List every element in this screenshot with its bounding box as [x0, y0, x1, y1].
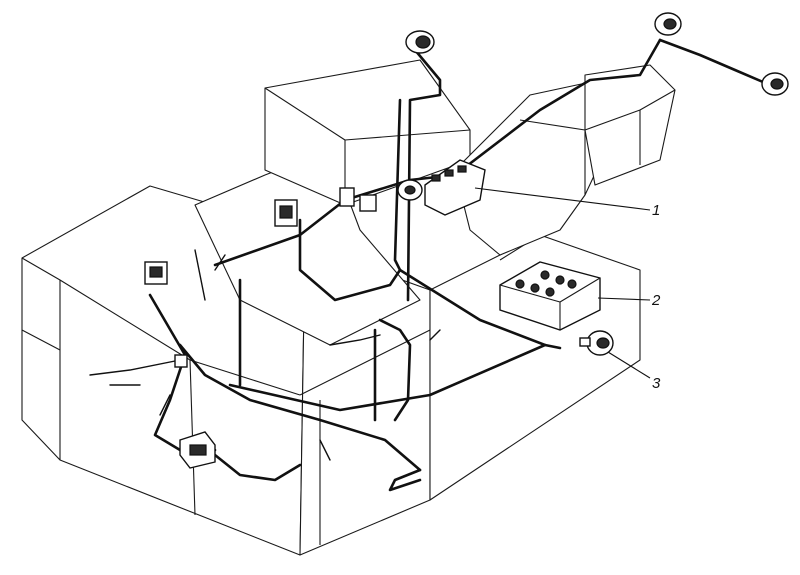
roof-lamp-icon [405, 30, 435, 54]
wiring-harness [89, 38, 772, 492]
callout-1-leader [474, 187, 651, 211]
callout-3-leader [607, 351, 651, 379]
callout-2-label: 2 [651, 292, 661, 309]
switch-box-icon [144, 261, 168, 285]
front-lamp-unit-icon [179, 431, 216, 469]
callout-3-label: 3 [652, 375, 661, 392]
callout-2-leader [597, 297, 651, 301]
rear-lamp-right-icon [761, 72, 789, 96]
vehicle-body [21, 59, 676, 556]
rear-lamp-left-icon [654, 12, 682, 36]
instrument-unit-icon [397, 159, 486, 216]
callout-1-label: 1 [652, 202, 660, 219]
battery-icon [499, 261, 601, 331]
horn-icon [579, 330, 614, 356]
connector-icon [339, 187, 377, 212]
electrical-components [144, 12, 789, 469]
callouts: 1 2 3 [474, 187, 661, 392]
relay-icon [274, 199, 298, 227]
junction-clip-icon [174, 354, 188, 368]
